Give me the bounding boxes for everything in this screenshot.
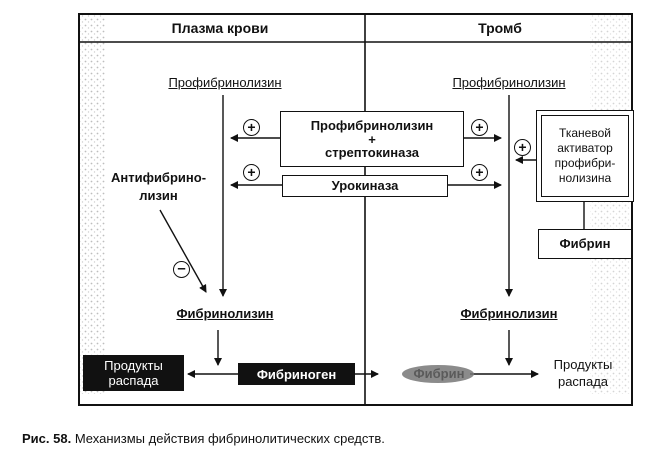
plus-sign-tpa: + <box>514 139 531 156</box>
scan-noise-left <box>79 14 105 394</box>
right-products-line2: распада <box>557 374 609 389</box>
plus-sign-complex-right: + <box>471 119 488 136</box>
fibrin-box: Фибрин <box>538 229 632 259</box>
fibrinogen-label: Фибриноген <box>256 366 337 382</box>
antifibrinolysin-line2: лизин <box>139 188 178 203</box>
complex-line2: + <box>368 131 376 147</box>
left-fibrinolysin: Фибринолизин <box>176 306 274 321</box>
streptokinase-complex-box: Профибринолизин + стрептокиназа <box>280 111 464 167</box>
tpa-line2: активатор <box>557 141 613 155</box>
scan-noise-right <box>590 14 630 394</box>
plus-sign-urokinase-right: + <box>471 164 488 181</box>
right-fibrinolysin: Фибринолизин <box>460 306 558 321</box>
tpa-line1: Тканевой <box>559 126 611 140</box>
tpa-line3: профибри- <box>554 156 616 170</box>
outer-frame <box>78 13 633 406</box>
fibrin-smudge-label: Фибрин <box>413 366 465 381</box>
complex-line3: стрептокиназа <box>324 144 419 160</box>
figure-caption: Рис. 58. Механизмы действия фибринолитич… <box>22 431 385 446</box>
urokinase-box: Урокиназа <box>282 175 448 197</box>
fibrinogen-box: Фибриноген <box>238 363 355 385</box>
tpa-outer-box: Тканевой активатор профибри- нолизина <box>536 110 634 202</box>
left-products-box: Продукты распада <box>83 355 184 391</box>
minus-sign-antifibrinolysin: – <box>173 261 190 278</box>
complex-line1: Профибринолизин <box>310 117 434 133</box>
plasma-title: Плазма крови <box>171 20 269 36</box>
fibrin-smudge <box>402 365 474 383</box>
thrombus-title: Тромб <box>478 20 522 36</box>
fibrin-label: Фибрин <box>559 236 611 251</box>
caption-prefix: Рис. 58. <box>22 431 72 446</box>
urokinase-label: Урокиназа <box>331 178 399 193</box>
left-profibrinolysin: Профибринолизин <box>168 75 282 90</box>
left-products-line2: распада <box>108 373 159 388</box>
left-products-line1: Продукты <box>104 358 163 373</box>
right-products-line1: Продукты <box>553 357 613 372</box>
tpa-inner-box: Тканевой активатор профибри- нолизина <box>541 115 629 197</box>
plus-sign-urokinase-left: + <box>243 164 260 181</box>
caption-text: Механизмы действия фибринолитических сре… <box>74 431 385 446</box>
arrow-antifibrinolysin <box>159 209 207 293</box>
antifibrinolysin-line1: Антифибрино- <box>110 170 207 185</box>
right-profibrinolysin: Профибринолизин <box>452 75 566 90</box>
plus-sign-complex-left: + <box>243 119 260 136</box>
tpa-line4: нолизина <box>558 171 612 185</box>
